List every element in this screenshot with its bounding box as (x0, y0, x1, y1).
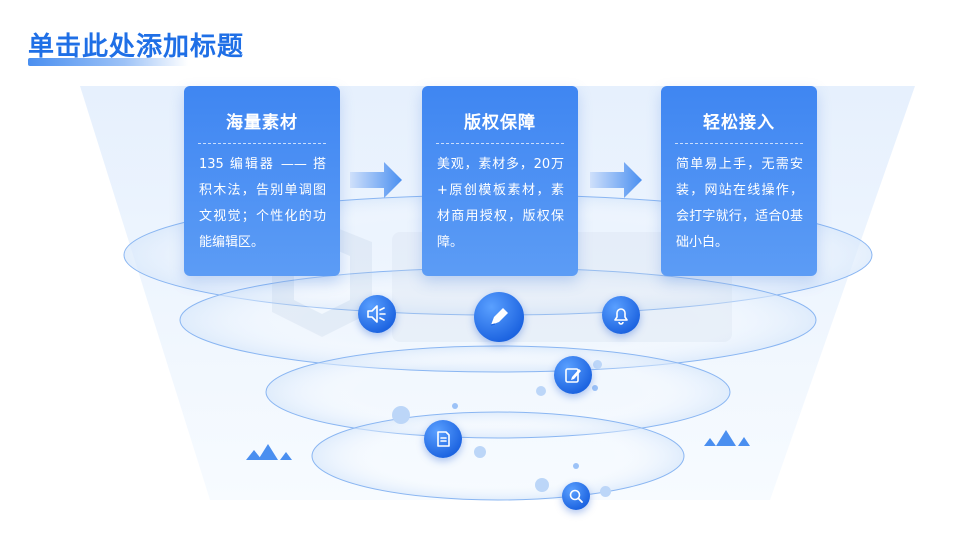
pen-icon[interactable] (474, 292, 524, 342)
decor-dot (535, 478, 549, 492)
card-body: 美观，素材多，20万+原创模板素材，素材商用授权，版权保障。 (437, 157, 564, 250)
decor-dot (592, 385, 598, 391)
card-divider (436, 143, 564, 144)
card-body: 135 编辑器 —— 搭积木法，告别单调图文视觉；个性化的功能编辑区。 (199, 157, 326, 250)
card-materials[interactable]: 海量素材 135 编辑器 —— 搭积木法，告别单调图文视觉；个性化的功能编辑区。 (184, 86, 340, 276)
right-triangles (704, 430, 750, 446)
decor-dot (474, 446, 486, 458)
page-title[interactable]: 单击此处添加标题 (28, 32, 245, 62)
bell-icon[interactable] (602, 296, 640, 334)
decor-dot (593, 360, 602, 369)
card-title: 版权保障 (464, 113, 536, 133)
card-easy-access[interactable]: 轻松接入 简单易上手，无需安装，网站在线操作，会打字就行，适合0基础小白。 (661, 86, 817, 276)
card-divider (675, 143, 803, 144)
speaker-icon[interactable] (358, 295, 396, 333)
card-body: 简单易上手，无需安装，网站在线操作，会打字就行，适合0基础小白。 (676, 157, 803, 250)
title-block: 单击此处添加标题 (28, 26, 245, 66)
decor-dot (536, 386, 546, 396)
decor-dot (392, 406, 410, 424)
card-copyright[interactable]: 版权保障 美观，素材多，20万+原创模板素材，素材商用授权，版权保障。 (422, 86, 578, 276)
card-title: 轻松接入 (703, 113, 775, 133)
decor-dot (600, 486, 611, 497)
search-icon[interactable] (562, 482, 590, 510)
decor-dot (452, 403, 458, 409)
arrow-right-icon (350, 162, 402, 198)
document-icon[interactable] (424, 420, 462, 458)
card-title: 海量素材 (226, 113, 298, 133)
edit-icon[interactable] (554, 356, 592, 394)
card-divider (198, 143, 326, 144)
ring-4 (311, 411, 685, 501)
left-triangles (246, 444, 292, 460)
decor-dot (573, 463, 579, 469)
arrow-right-icon (590, 162, 642, 198)
title-underline (28, 58, 188, 66)
